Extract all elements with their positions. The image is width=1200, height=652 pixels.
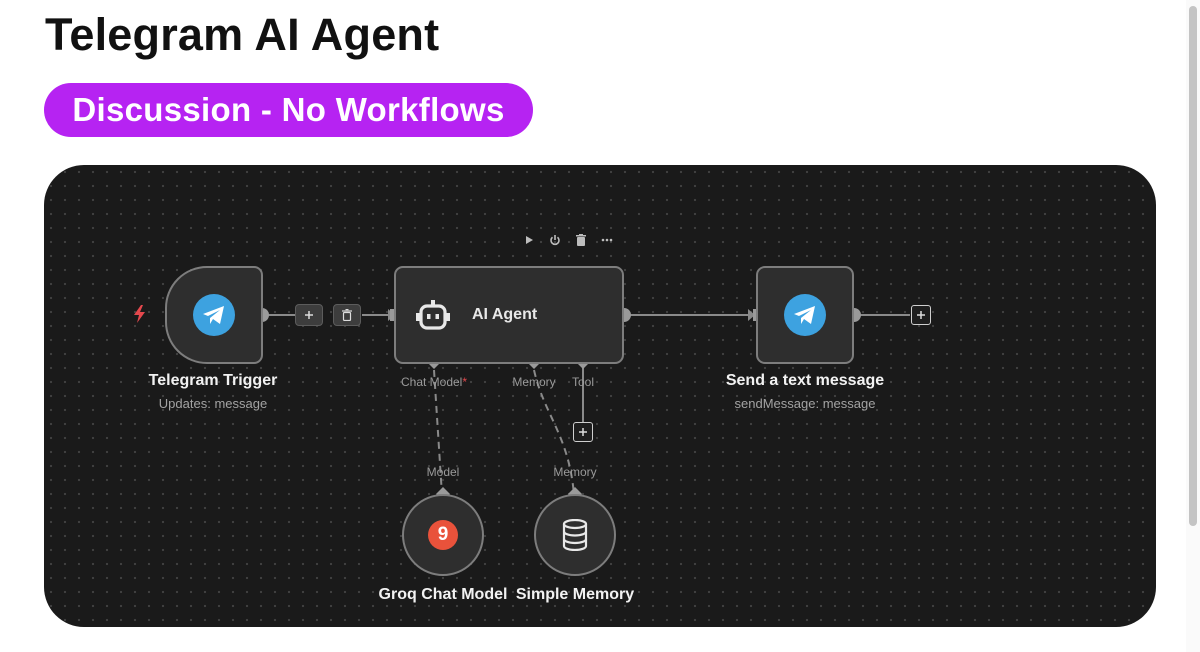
add-next-node-button[interactable] xyxy=(911,305,931,325)
ai-agent-node[interactable]: AI Agent xyxy=(394,266,624,364)
send-message-node[interactable] xyxy=(756,266,854,364)
groq-icon: 9 xyxy=(428,520,458,550)
robot-icon xyxy=(416,300,450,330)
telegram-trigger-node[interactable] xyxy=(165,266,263,364)
memory-label: Memory xyxy=(512,375,556,389)
send-subtitle: sendMessage: message xyxy=(734,396,876,411)
more-icon[interactable] xyxy=(600,233,614,247)
workflow-canvas[interactable]: Telegram Trigger Updates: message AI Age… xyxy=(44,165,1156,627)
wire-memory xyxy=(533,369,575,496)
trigger-subtitle: Updates: message xyxy=(158,396,268,411)
chat-model-label: Chat Model* xyxy=(400,375,468,389)
memory-in-label: Memory xyxy=(553,465,597,479)
telegram-icon xyxy=(784,294,826,336)
wire-model xyxy=(433,369,443,496)
add-tool-button[interactable] xyxy=(573,422,593,442)
groq-title: Groq Chat Model xyxy=(378,586,508,603)
send-title: Send a text message xyxy=(725,372,885,389)
delete-connection-button[interactable] xyxy=(333,304,361,326)
scrollbar-thumb[interactable] xyxy=(1189,6,1197,526)
trigger-bolt-icon xyxy=(134,305,145,323)
trash-icon[interactable] xyxy=(574,233,588,247)
ai-agent-title: AI Agent xyxy=(472,306,538,323)
category-tag[interactable]: Discussion - No Workflows xyxy=(44,83,533,137)
database-icon xyxy=(562,519,588,551)
model-label: Model xyxy=(426,465,460,479)
play-icon[interactable] xyxy=(522,233,536,247)
tool-label: Tool xyxy=(571,375,595,389)
node-toolbar xyxy=(522,233,614,247)
add-node-button[interactable] xyxy=(295,304,323,326)
page-title: Telegram AI Agent xyxy=(45,9,440,60)
arrow-send-in xyxy=(748,309,755,321)
power-icon[interactable] xyxy=(548,233,562,247)
trigger-title: Telegram Trigger xyxy=(148,372,278,389)
groq-chat-model-node[interactable]: 9 xyxy=(402,494,484,576)
telegram-icon xyxy=(193,294,235,336)
agent-in-handle xyxy=(390,309,395,321)
send-in-handle xyxy=(753,309,758,321)
memory-title: Simple Memory xyxy=(515,586,635,603)
vertical-scrollbar[interactable] xyxy=(1186,0,1200,652)
simple-memory-node[interactable] xyxy=(534,494,616,576)
